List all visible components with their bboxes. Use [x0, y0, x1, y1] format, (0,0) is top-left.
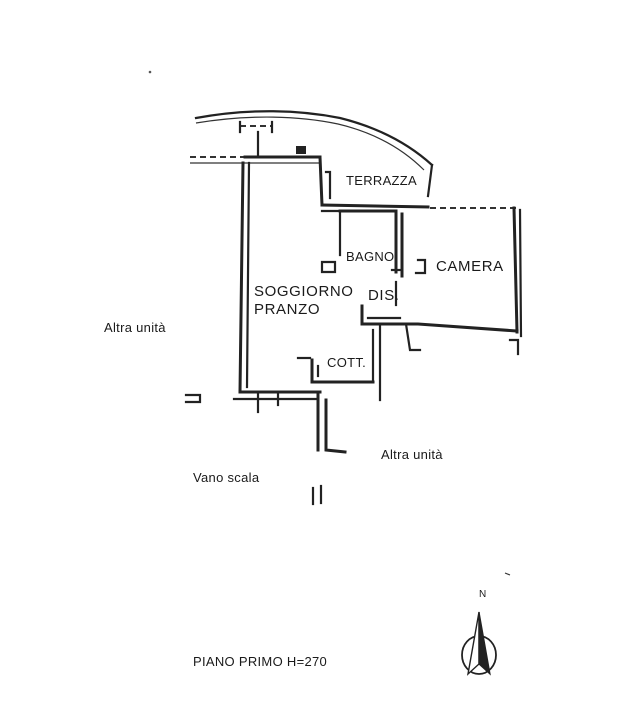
label-vano-scala: Vano scala — [193, 470, 260, 485]
room-label-terrazza: TERRAZZA — [346, 173, 418, 188]
bathroom-walls — [320, 209, 402, 307]
south-wall — [184, 390, 347, 454]
label-altra-unita-left: Altra unità — [104, 320, 166, 335]
room-label-dis: DIS. — [368, 287, 400, 304]
room-label-bagno: BAGNO — [346, 249, 395, 264]
window-mark — [296, 146, 306, 154]
corridor-walls — [360, 304, 519, 402]
scan-speck — [504, 572, 511, 576]
stair-marker — [311, 484, 323, 506]
room-label-soggiorno: SOGGIORNO — [254, 283, 354, 300]
living-terrace-wall — [318, 155, 520, 257]
compass-north-label: N — [479, 589, 487, 600]
north-arrow-icon — [461, 611, 497, 676]
kitchenette-walls — [296, 356, 375, 384]
room-label-cott: COTT. — [327, 355, 367, 370]
bedroom-walls — [400, 206, 523, 356]
terrace-curved-wall — [194, 110, 434, 198]
label-altra-unita-right: Altra unità — [381, 447, 443, 462]
room-label-pranzo: PRANZO — [254, 301, 321, 318]
north-wall — [190, 146, 322, 164]
room-label-camera: CAMERA — [436, 258, 504, 275]
scan-speck — [148, 70, 152, 74]
west-wall — [238, 161, 251, 394]
floor-level-label: PIANO PRIMO H=270 — [193, 654, 328, 669]
